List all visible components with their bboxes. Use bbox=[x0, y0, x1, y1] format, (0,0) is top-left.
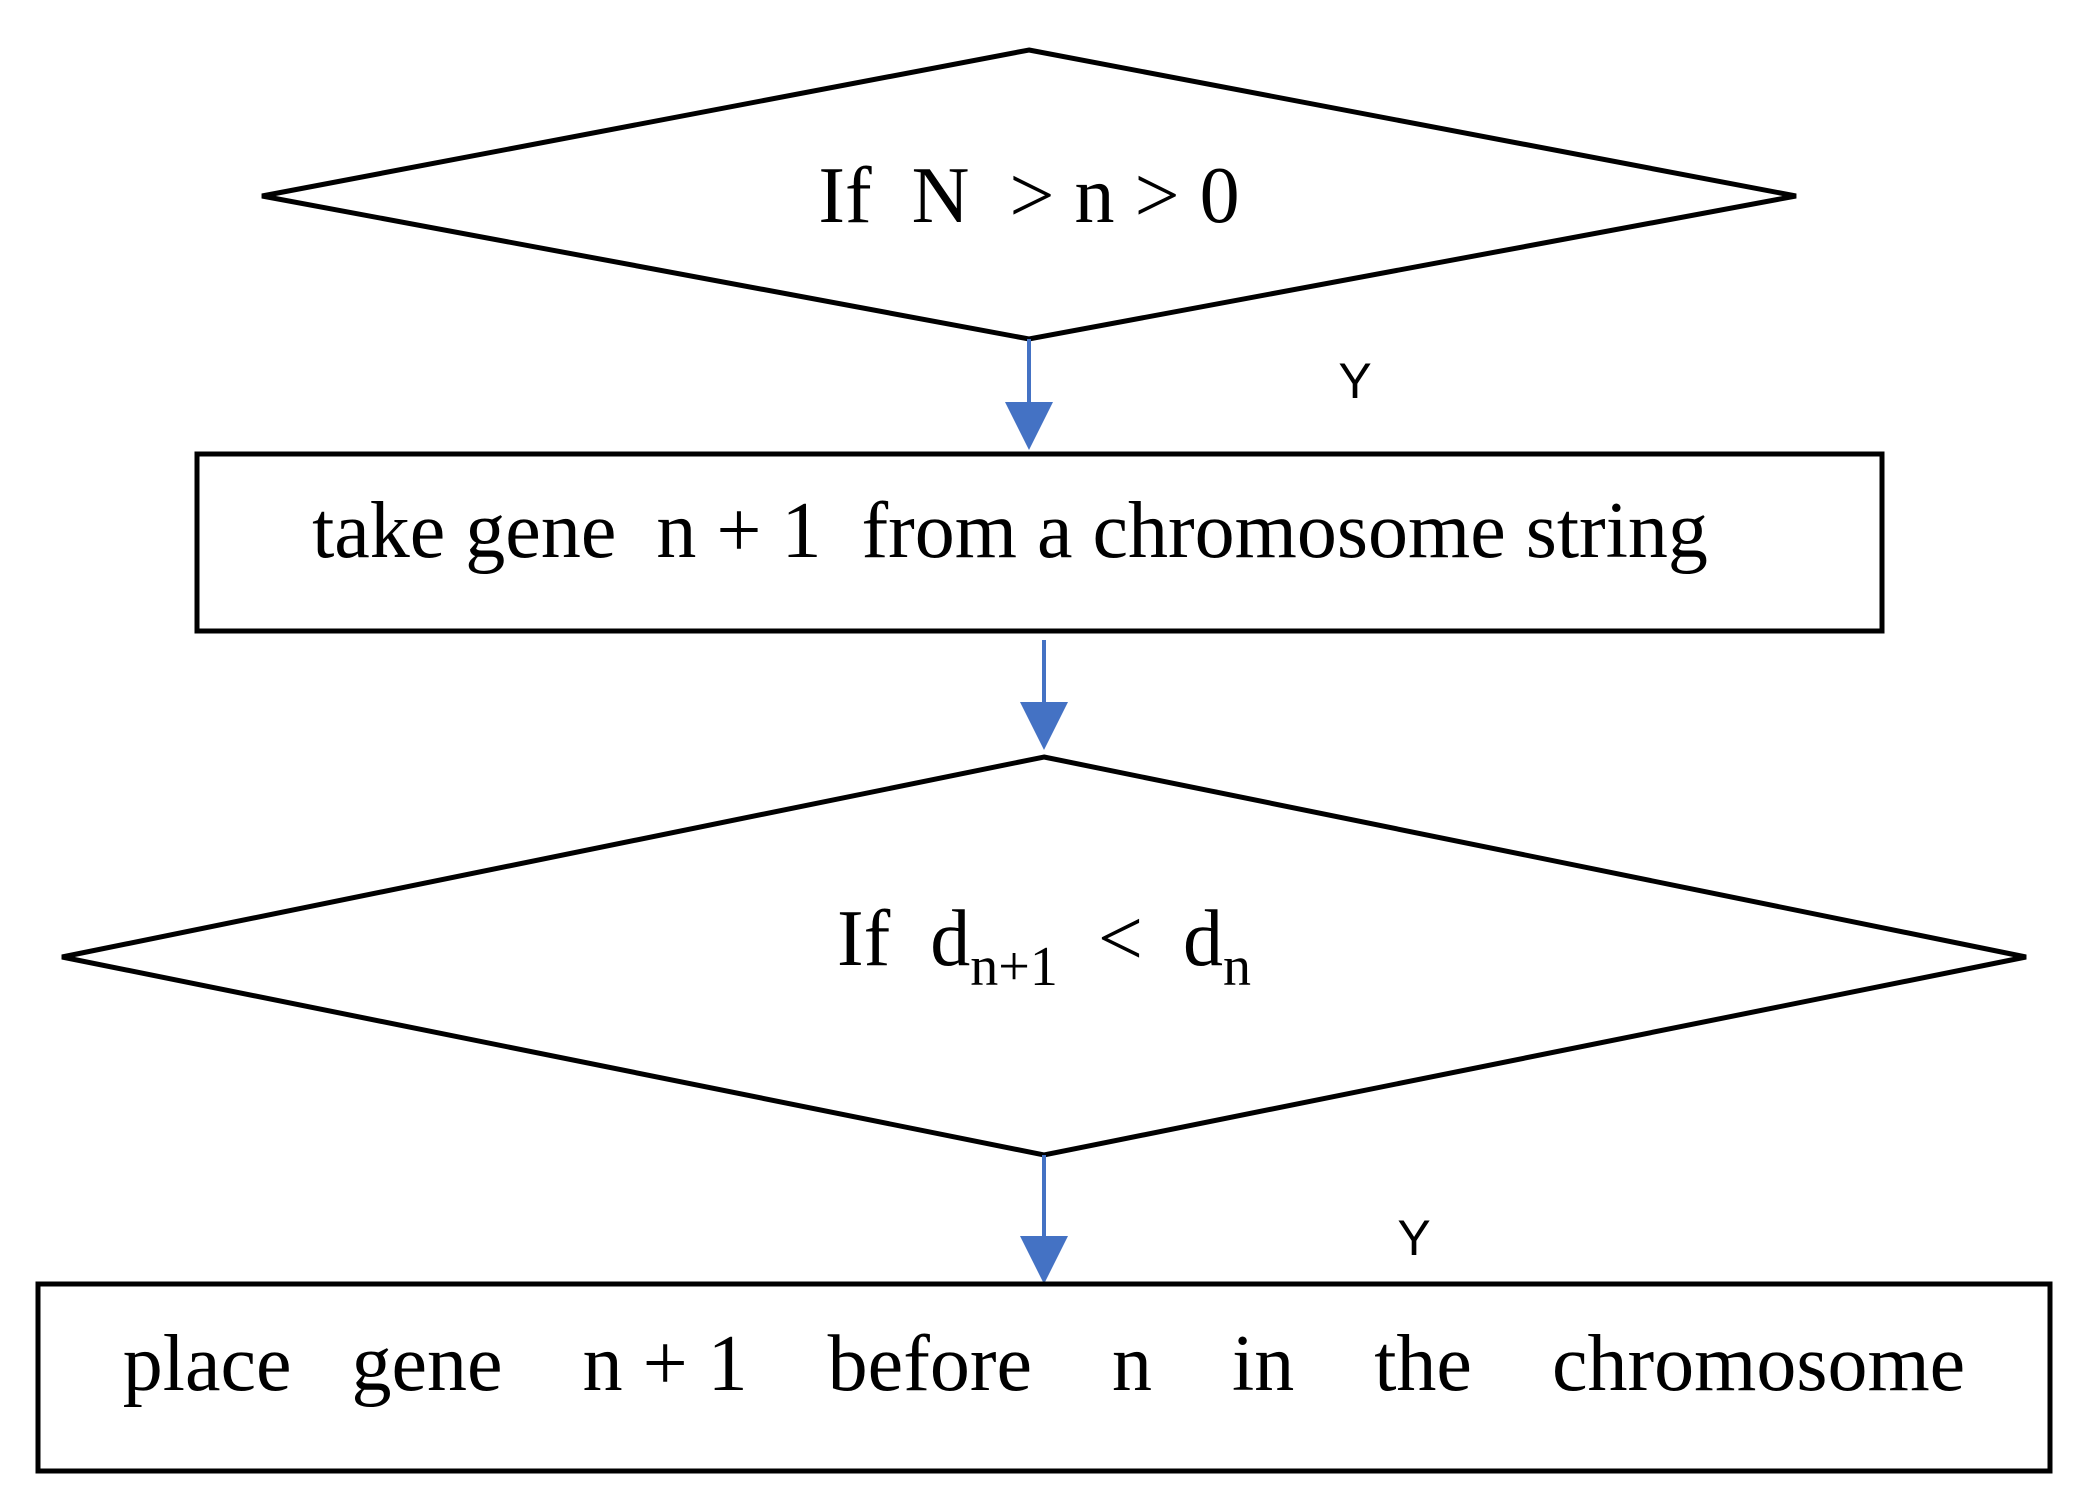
decision-2-subscript-1: n+1 bbox=[970, 936, 1058, 998]
decision-2-prefix: If d bbox=[837, 895, 970, 983]
process-box-1-shape bbox=[194, 451, 1885, 634]
process-2-label: place gene n + 1 before n in the chromos… bbox=[123, 1320, 1965, 1408]
process-box-1: take gene n + 1 from a chromosome string bbox=[194, 451, 1885, 634]
process-box-2-shape bbox=[35, 1281, 2053, 1474]
decision-2-subscript-2: n bbox=[1223, 936, 1251, 998]
arrow-decision2-to-process2 bbox=[1020, 1155, 1068, 1284]
decision-1-label: If N > n > 0 bbox=[818, 152, 1239, 240]
decision-2-label: If dn+1 < dn bbox=[837, 895, 1251, 998]
branch-label-yes-2: Y bbox=[1397, 1210, 1430, 1266]
decision-diamond-2: If dn+1 < dn bbox=[61, 754, 2027, 1158]
arrow-decision1-to-process1 bbox=[1005, 339, 1053, 450]
branch-label-yes-1: Y bbox=[1338, 353, 1371, 409]
arrow-1-head bbox=[1005, 402, 1053, 450]
process-1-label: take gene n + 1 from a chromosome string bbox=[312, 487, 1708, 575]
arrow-3-head bbox=[1020, 1236, 1068, 1284]
arrow-2-head bbox=[1020, 702, 1068, 750]
arrow-process1-to-decision2 bbox=[1020, 640, 1068, 750]
process-box-2: place gene n + 1 before n in the chromos… bbox=[35, 1281, 2053, 1474]
decision-2-middle: < d bbox=[1058, 895, 1223, 983]
decision-diamond-1: If N > n > 0 bbox=[261, 47, 1797, 342]
